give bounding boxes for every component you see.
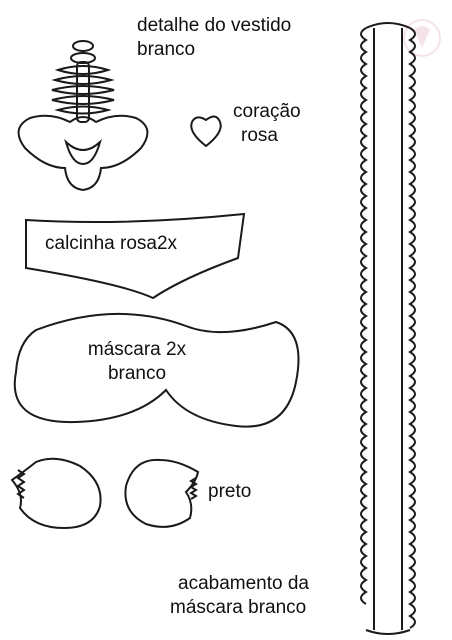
- label-dress-detail: detalhe do vestido branco: [137, 14, 291, 62]
- label-heart-line1: coração: [233, 101, 301, 122]
- right-eye-shape: [124, 458, 200, 528]
- label-panties-count: 2x: [156, 233, 178, 254]
- label-black: preto: [208, 480, 251, 504]
- label-heart-line2: rosa: [241, 125, 278, 146]
- label-mask-line2: branco: [107, 363, 167, 384]
- label-heart: coração rosa: [233, 100, 301, 148]
- label-black-text: preto: [208, 481, 252, 502]
- label-trim-line1: acabamento da: [178, 573, 309, 594]
- label-trim-line2: máscara branco: [170, 597, 307, 618]
- label-panties: calcinha rosa2x: [45, 232, 177, 256]
- label-trim: acabamento da máscara branco: [170, 572, 309, 620]
- label-dress-detail-line1: detalhe do vestido: [137, 15, 292, 36]
- dress-detail-shape: [17, 40, 149, 192]
- label-dress-detail-line2: branco: [137, 39, 196, 60]
- watermark-logo: [403, 19, 441, 57]
- mask-shape: [13, 312, 300, 428]
- panties-shape: [25, 212, 246, 300]
- scalloped-trim: [360, 22, 416, 635]
- heart-shape: [190, 115, 222, 148]
- label-mask-line1: máscara 2x: [87, 339, 187, 360]
- label-panties-text: calcinha rosa: [45, 233, 157, 254]
- label-mask: máscara 2x branco: [72, 338, 202, 386]
- left-eye-shape: [10, 457, 102, 530]
